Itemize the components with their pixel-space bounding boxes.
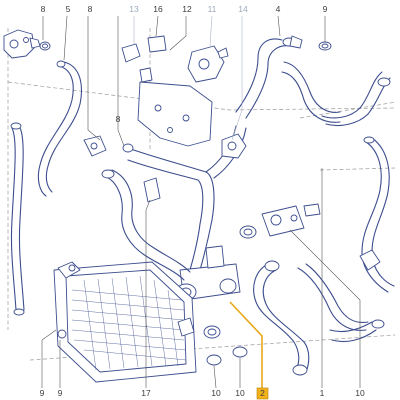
hose-2 [253,260,310,376]
clip-8-center [83,135,134,157]
callout-11: 11 [208,4,217,14]
callout-5: 5 [66,4,71,14]
callout-labels: 8 5 8 13 16 12 11 14 4 9 8 9 9 17 10 10 … [40,4,365,400]
callout-9-top: 9 [323,4,328,14]
callout-8-center: 8 [116,114,121,124]
hose-5 [37,60,82,197]
leader-lines [41,15,361,389]
connector-14 [221,133,247,159]
mounting-bracket [121,35,213,147]
callout-8-top: 8 [88,4,93,14]
callout-9-bottom-left: 9 [40,388,45,398]
hose-left [10,122,25,316]
callout-8-top-left: 8 [41,4,46,14]
callout-1: 1 [320,388,325,398]
clamps-10 [203,325,248,366]
callout-2-highlight-box [256,387,269,400]
callout-2: 2 [260,388,265,398]
clip-9-top [318,41,332,51]
clip-8-topleft [39,41,51,51]
callout-13: 13 [129,4,139,14]
t-connector-10 [239,203,321,239]
callout-10-bottom-a: 10 [211,388,221,398]
valve-11 [187,45,229,83]
callout-14: 14 [238,4,248,14]
callout-4: 4 [276,4,281,14]
thermostat-housing [3,29,41,59]
hose-right [321,71,395,343]
callout-10-bottom-b: 10 [235,388,245,398]
hose-17 [101,169,191,281]
hose-4 [235,35,341,123]
callout-17: 17 [141,388,151,398]
callout-10-bottom-right: 10 [355,388,365,398]
callout-9-bottom: 9 [58,388,63,398]
callout-12: 12 [182,4,192,14]
hose-1 [297,263,369,331]
radiator [53,261,197,383]
callout-16: 16 [153,4,163,14]
